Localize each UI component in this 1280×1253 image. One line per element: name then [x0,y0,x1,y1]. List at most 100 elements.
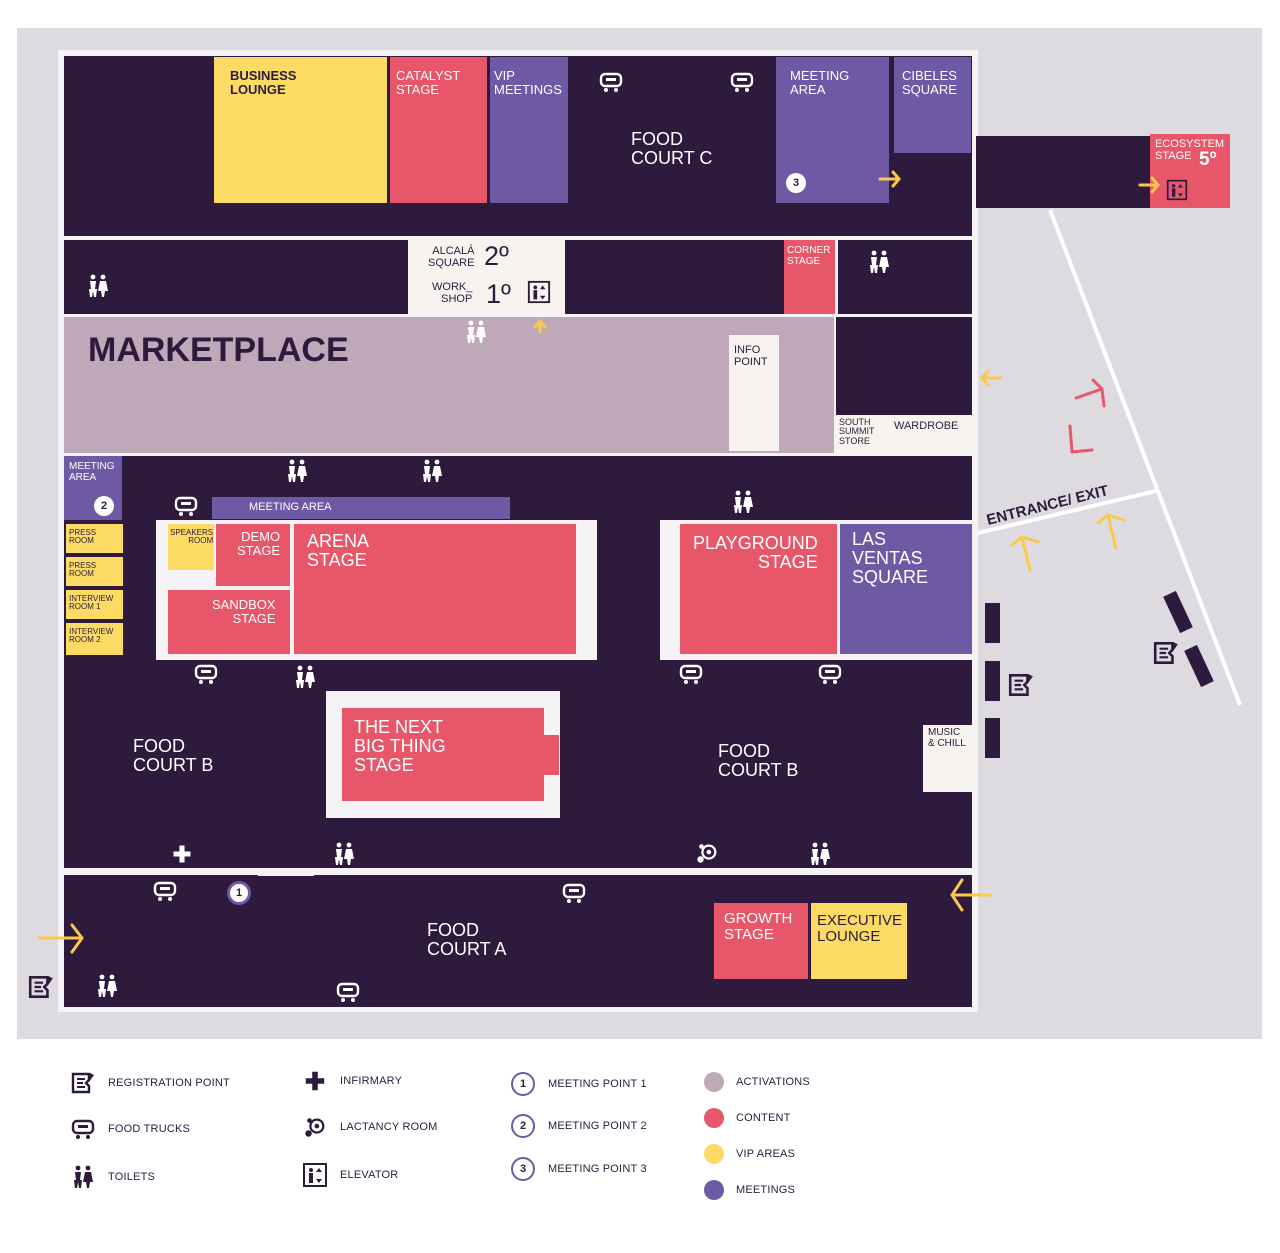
food-truck-icon [70,1116,96,1142]
playground-stage-zone[interactable]: PLAYGROUND STAGE [680,524,837,654]
vip-meetings-zone[interactable]: VIP MEETINGS [490,57,568,203]
east-block [836,317,972,415]
sandbox-stage-label: SANDBOX STAGE [212,597,276,626]
legend-mp3-label: MEETING POINT 3 [548,1163,647,1175]
legend-lactancy-room: LACTANCY ROOM [302,1114,438,1140]
speakers-room-label: SPEAKERS ROOM [170,528,214,546]
growth-stage-label: GROWTH STAGE [724,910,793,943]
demo-stage-label: DEMO STAGE [237,529,281,558]
food-court-c-label: FOOD COURT C [631,129,713,168]
legend-meetings: MEETINGS [704,1180,795,1200]
food-court-b-right-label: FOOD COURT B [718,741,799,780]
lactancy-room-icon [302,1114,328,1140]
ecosystem-stage-zone[interactable]: ECOSYSTEM STAGE 5º [1150,134,1230,208]
content-swatch [704,1108,724,1128]
legend-content: CONTENT [704,1108,791,1128]
interview-room-1-zone[interactable]: INTERVIEW ROOM 1 [66,590,123,619]
meeting-area-left-zone[interactable]: MEETING AREA 2 [64,456,122,520]
legend-vip-areas: VIP AREAS [704,1144,795,1164]
food-truck-icon [151,877,179,905]
toilet-icon [84,272,112,300]
toilet-icon [283,457,311,485]
entrance-door-3 [985,718,1000,758]
meeting-area-top-zone[interactable]: MEETING AREA 3 [776,57,889,203]
interview-room-2-zone[interactable]: INTERVIEW ROOM 2 [66,623,123,655]
legend-food-trucks: FOOD TRUCKS [70,1116,190,1142]
meeting-point-3-icon: 3 [510,1156,536,1182]
meeting-point-2-marker: 2 [94,496,114,516]
las-ventas-square-label: LAS VENTAS SQUARE [852,529,929,587]
growth-stage-zone[interactable]: GROWTH STAGE [714,903,808,979]
toilet-icon [330,840,358,868]
cibeles-square-zone[interactable]: CIBELES SQUARE [894,57,971,153]
south-summit-store-label: SOUTH SUMMIT STORE [839,417,875,446]
demo-stage-zone[interactable]: DEMO STAGE [216,524,290,586]
legend-vip-label: VIP AREAS [736,1148,796,1160]
food-truck-icon [728,68,756,96]
legend-content-label: CONTENT [736,1112,791,1124]
marketplace-zone[interactable]: MARKETPLACE INFO POINT [64,317,834,453]
legend-infirmary: INFIRMARY [302,1068,402,1094]
next-big-thing-label: THE NEXT BIG THING STAGE [354,717,446,775]
next-big-thing-zone[interactable]: THE NEXT BIG THING STAGE [342,708,544,801]
speakers-room-zone[interactable]: SPEAKERS ROOM [168,524,214,570]
entrance-door-1 [985,603,1000,643]
toilet-icon [70,1164,96,1190]
food-truck-icon [677,660,705,688]
music-chill-label: MUSIC & CHILL [928,727,966,749]
executive-lounge-zone[interactable]: EXECUTIVE LOUNGE [811,903,907,979]
food-truck-icon [172,492,200,520]
registration-point-icon [1151,638,1181,668]
floor-1-label: 1º [486,279,511,309]
info-point-zone[interactable]: INFO POINT [729,335,779,451]
direction-arrows [38,170,1160,954]
interview-room-1-label: INTERVIEW ROOM 1 [69,594,114,612]
alcala-square-label: ALCALÁ SQUARE [428,245,475,269]
entrance-door-2 [985,661,1000,701]
las-ventas-square-zone[interactable]: LAS VENTAS SQUARE [840,524,972,654]
south-summit-store-zone[interactable]: SOUTH SUMMIT STORE [836,416,887,454]
toilet-icon [291,663,319,691]
press-room-1-zone[interactable]: PRESS ROOM [66,524,123,553]
ecosystem-floor-label: 5º [1199,149,1217,170]
legend-meeting-point-1: 1 MEETING POINT 1 [510,1071,647,1097]
meeting-point-1-marker: 1 [227,881,251,905]
ecosystem-stage-label: ECOSYSTEM STAGE [1155,138,1225,162]
food-truck-icon [334,978,362,1006]
legend-meeting-point-3: 3 MEETING POINT 3 [510,1156,647,1182]
vip-meetings-label: VIP MEETINGS [494,68,562,97]
legend-activations-label: ACTIVATIONS [736,1076,810,1088]
music-chill-zone[interactable]: MUSIC & CHILL [923,725,972,792]
sandbox-stage-zone[interactable]: SANDBOX STAGE [168,590,290,654]
infirmary-icon [170,842,194,866]
business-lounge-zone[interactable]: BUSINESS LOUNGE [214,57,387,203]
meeting-area-mid-label: MEETING AREA [249,501,332,513]
food-truck-icon [560,879,588,907]
corner-stage-zone[interactable]: CORNER STAGE [784,240,835,314]
elevator-icon [302,1162,328,1188]
registration-point-icon [26,972,56,1002]
floor-switch-zone[interactable]: ALCALÁ SQUARE 2º WORK_ SHOP 1º [408,240,565,314]
next-big-thing-tab [543,735,559,775]
wardrobe-zone[interactable]: WARDROBE [889,416,972,454]
legend-toilets: TOILETS [70,1164,155,1190]
workshop-label: WORK_ SHOP [432,281,473,305]
legend-meeting-point-2: 2 MEETING POINT 2 [510,1113,647,1139]
legend-activations: ACTIVATIONS [704,1072,810,1092]
infirmary-icon [302,1068,328,1094]
marketplace-label: MARKETPLACE [88,331,349,369]
toilet-icon [462,318,490,346]
legend-food-trucks-label: FOOD TRUCKS [108,1123,191,1135]
arena-stage-zone[interactable]: ARENA STAGE [294,524,576,654]
corner-stage-label: CORNER STAGE [787,245,831,267]
press-room-2-zone[interactable]: PRESS ROOM [66,557,123,586]
meeting-area-mid-zone[interactable]: MEETING AREA [212,497,510,519]
legend-registration-label: REGISTRATION POINT [108,1077,230,1089]
catalyst-stage-zone[interactable]: CATALYST STAGE [390,57,487,203]
floor-2-label: 2º [484,241,509,271]
meeting-area-left-label: MEETING AREA [69,461,115,483]
meeting-area-top-label: MEETING AREA [790,68,850,97]
toilet-icon [418,457,446,485]
cibeles-square-label: CIBELES SQUARE [902,68,957,97]
middle-left-hall [64,240,408,314]
